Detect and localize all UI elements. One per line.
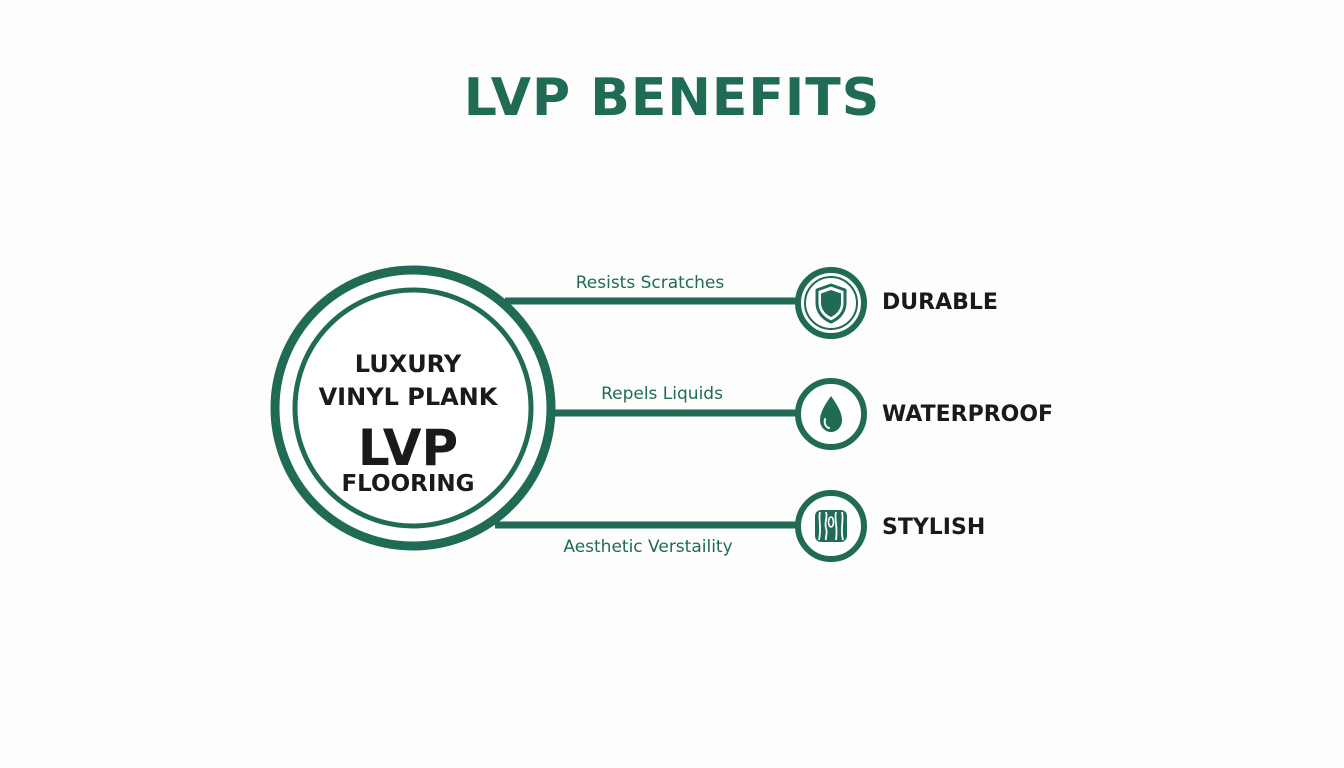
benefit-name-waterproof: WATERPROOF bbox=[882, 402, 1054, 427]
water-drop-icon bbox=[795, 378, 867, 450]
page-title: LVP BENEFITS bbox=[463, 68, 881, 128]
shield-icon bbox=[795, 267, 867, 339]
benefit-name-durable: DURABLE bbox=[882, 290, 998, 315]
connector-label-stylish: Aesthetic Verstaility bbox=[563, 537, 733, 557]
center-label-luxury: LUXURY bbox=[354, 350, 462, 378]
center-circle bbox=[270, 265, 556, 551]
connector-label-durable: Resists Scratches bbox=[575, 273, 725, 293]
center-inner-ring bbox=[292, 287, 534, 529]
connector-label-waterproof: Repels Liquids bbox=[601, 384, 723, 404]
center-label-flooring: FLOORING bbox=[341, 471, 475, 497]
wood-grain-icon bbox=[795, 490, 867, 562]
benefit-name-stylish: STYLISH bbox=[882, 515, 986, 540]
center-label-abbreviation: LVP bbox=[357, 419, 459, 477]
center-label-vinyl-plank: VINYL PLANK bbox=[318, 383, 498, 411]
